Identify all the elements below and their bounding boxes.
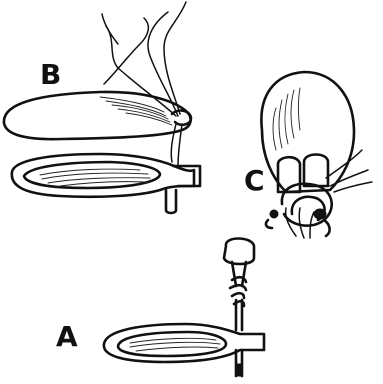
castanet-b-bottom-shell xyxy=(12,154,200,213)
castanet-a-shell xyxy=(104,324,264,376)
panel-c: C xyxy=(244,72,372,238)
label-a: A xyxy=(56,320,78,353)
castanet-b-top-shell xyxy=(4,92,191,139)
label-b: B xyxy=(40,58,61,91)
castanet-c-shell xyxy=(261,72,354,192)
panel-b: B xyxy=(4,2,200,213)
label-c: C xyxy=(244,164,265,197)
cord-b xyxy=(102,2,186,166)
panel-a: A xyxy=(56,239,264,377)
key-tool-a xyxy=(224,239,254,331)
